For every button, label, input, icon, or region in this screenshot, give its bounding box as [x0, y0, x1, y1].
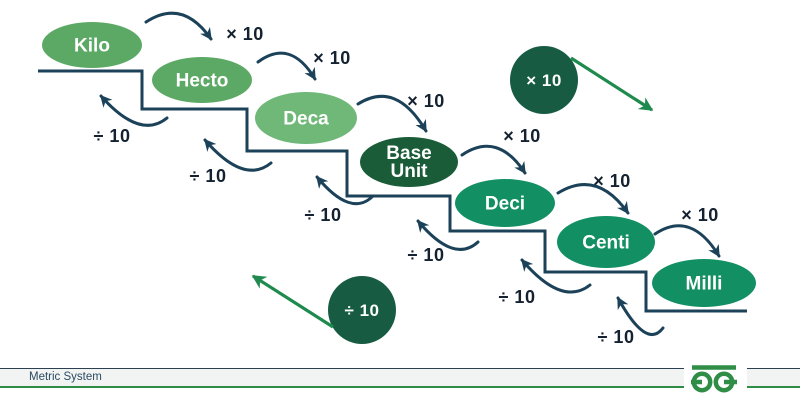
multiply-arrow-deca-base-unit [356, 94, 428, 133]
multiply-arrow-base-unit-deci [460, 144, 527, 175]
divide-direction-arrow [251, 274, 334, 329]
unit-label-hecto: Hecto [176, 71, 229, 92]
unit-label-deca: Deca [283, 109, 329, 130]
divide-label-milli-centi: ÷ 10 [598, 327, 635, 347]
divide-arrow-deci-base-unit [416, 219, 480, 251]
multiply-direction-arrow [570, 56, 654, 112]
multiply-label-deci-centi: × 10 [593, 171, 631, 191]
divide-label-deci-base-unit: ÷ 10 [408, 245, 445, 265]
unit-ellipse-deca [255, 92, 357, 144]
divide-arrow-deca-hecto [203, 138, 273, 172]
geeksforgeeks-logo-icon [691, 365, 737, 393]
divide-arrow-base-unit-deca [315, 175, 375, 206]
unit-ellipse-hecto [152, 57, 252, 103]
footer-caption: Metric System [29, 371, 102, 383]
unit-ellipse-deci [455, 179, 555, 227]
multiply-label-kilo-hecto: × 10 [226, 24, 264, 44]
multiply-label-deca-base-unit: × 10 [407, 91, 445, 111]
divide-arrow-centi-deci [520, 258, 592, 294]
multiply-badge-label: × 10 [526, 71, 562, 90]
multiply-label-hecto-deca: × 10 [313, 48, 351, 68]
divide-label-deca-hecto: ÷ 10 [190, 166, 227, 186]
multiply-arrow-centi-milli [653, 224, 721, 258]
divide-arrow-hecto-kilo [99, 94, 169, 127]
staircase-line [38, 69, 747, 313]
multiply-label-centi-milli: × 10 [681, 205, 719, 225]
divide-label-hecto-kilo: ÷ 10 [94, 126, 131, 146]
divide-label-base-unit-deca: ÷ 10 [305, 205, 342, 225]
divide-arrow-milli-centi [616, 296, 665, 336]
unit-ellipse-milli [652, 259, 756, 307]
multiply-arrow-deci-centi [556, 183, 630, 215]
divide-badge-label: ÷ 10 [345, 301, 380, 320]
unit-label-milli: Milli [686, 274, 723, 295]
multiply-badge-circle [510, 46, 578, 114]
divide-label-centi-deci: ÷ 10 [499, 287, 536, 307]
unit-ellipse-base-unit [360, 137, 458, 187]
multiply-label-base-unit-deci: × 10 [503, 126, 541, 146]
multiply-arrow-hecto-deca [256, 51, 317, 81]
unit-label-deci: Deci [485, 194, 525, 215]
unit-ellipse-kilo [42, 22, 142, 68]
unit-label-kilo: Kilo [74, 36, 110, 57]
unit-ellipse-centi [557, 216, 655, 268]
multiply-arrow-kilo-hecto [144, 11, 213, 41]
footer-bar-right [747, 368, 800, 388]
divide-badge-circle [328, 276, 396, 344]
footer-bar-left [0, 368, 684, 388]
unit-label-centi: Centi [582, 233, 630, 254]
